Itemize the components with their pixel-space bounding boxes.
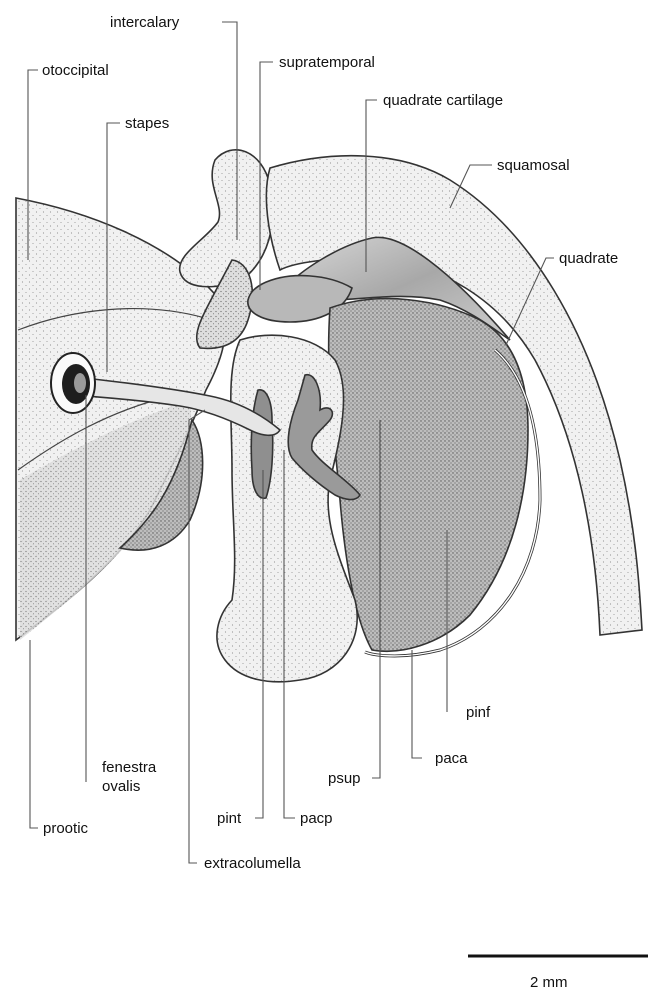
label-fenestra: fenestra	[102, 759, 157, 776]
label-extracolumella: extracolumella	[204, 855, 301, 872]
label-psup: psup	[328, 770, 361, 787]
scale-bar-label: 2 mm	[530, 974, 568, 991]
label-ovalis: ovalis	[102, 778, 140, 795]
label-quadrate-cartilage: quadrate cartilage	[383, 92, 503, 109]
leader-prootic	[30, 640, 38, 828]
extracolumella-shape	[217, 335, 357, 682]
label-squamosal: squamosal	[497, 157, 570, 174]
intercalary-shape	[180, 150, 273, 287]
drawing	[16, 150, 642, 682]
label-pacp: pacp	[300, 810, 333, 827]
label-pinf: pinf	[466, 704, 491, 721]
label-supratemporal: supratemporal	[279, 54, 375, 71]
label-intercalary: intercalary	[110, 14, 180, 31]
label-prootic: prootic	[43, 820, 89, 837]
label-otoccipital: otoccipital	[42, 62, 109, 79]
leader-paca	[412, 650, 422, 758]
stapes-footplate-highlight	[74, 373, 86, 393]
pars-interna-shape	[251, 390, 273, 498]
scale-bar: 2 mm	[468, 956, 648, 991]
label-pint: pint	[217, 810, 242, 827]
label-quadrate: quadrate	[559, 250, 618, 267]
label-stapes: stapes	[125, 115, 169, 132]
label-paca: paca	[435, 750, 468, 767]
